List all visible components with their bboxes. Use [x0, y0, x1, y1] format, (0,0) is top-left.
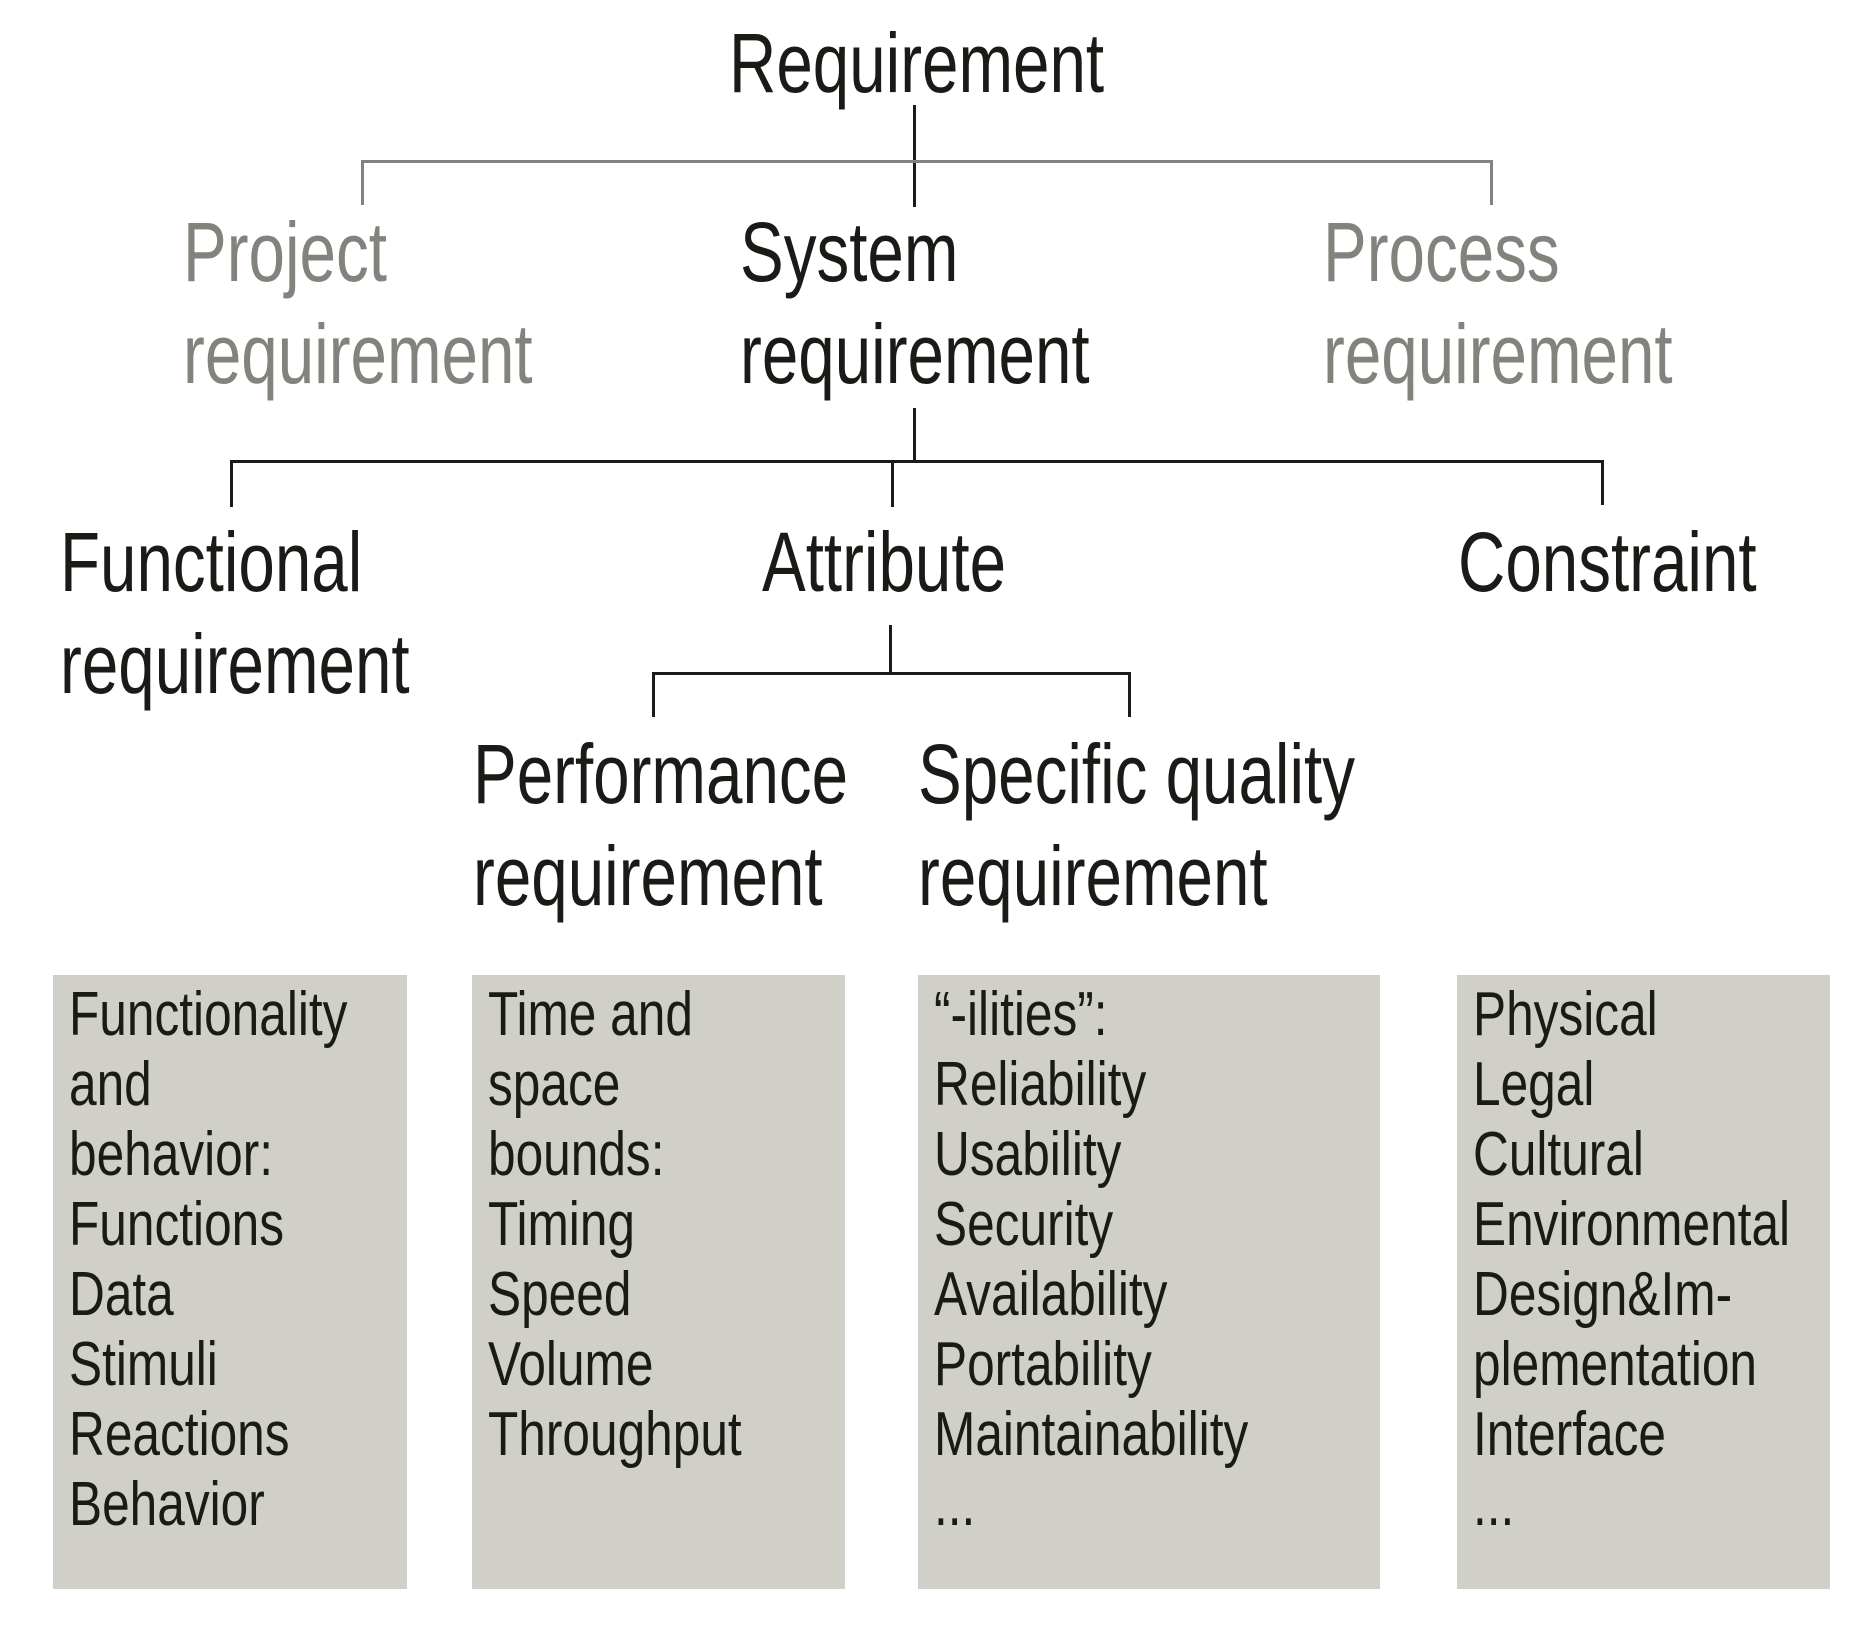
category-box-constraint-text: Physical Legal Cultural Environmental De…	[1473, 980, 1791, 1539]
connector-level2-left-tick-line	[361, 160, 364, 205]
connector-system-stem-line	[913, 408, 916, 460]
node-process-requirement: Process requirement	[1323, 205, 1673, 401]
connector-level3-horizontal-line	[230, 460, 1603, 463]
category-box-functional: Functionality and behavior: Functions Da…	[53, 975, 407, 1589]
node-system-requirement: System requirement	[740, 205, 1090, 401]
node-project-requirement: Project requirement	[183, 205, 533, 401]
category-box-constraint: Physical Legal Cultural Environmental De…	[1457, 975, 1830, 1589]
connector-level4-horizontal-line	[652, 672, 1130, 675]
connector-level4-left-tick-line	[652, 672, 655, 717]
connector-level3-left-tick-line	[230, 460, 233, 507]
connector-attribute-stem-line	[889, 625, 892, 672]
connector-level3-middle-tick-line	[891, 460, 894, 507]
category-box-quality-text: “-ilities”: Reliability Usability Securi…	[934, 980, 1249, 1539]
category-box-functional-text: Functionality and behavior: Functions Da…	[69, 980, 348, 1539]
node-functional-requirement: Functional requirement	[60, 515, 410, 711]
node-constraint: Constraint	[1458, 515, 1757, 609]
connector-requirement-stem-line	[913, 105, 916, 207]
connector-level3-right-tick-line	[1601, 460, 1604, 505]
node-performance-requirement: Performance requirement	[473, 727, 849, 923]
category-box-quality: “-ilities”: Reliability Usability Securi…	[918, 975, 1380, 1589]
connector-level2-horizontal-line	[361, 160, 1493, 163]
node-specific-quality-requirement: Specific quality requirement	[918, 727, 1356, 923]
category-box-performance-text: Time and space bounds: Timing Speed Volu…	[488, 980, 742, 1469]
node-requirement: Requirement	[729, 16, 1105, 110]
connector-level2-right-tick-line	[1490, 160, 1493, 205]
node-attribute: Attribute	[762, 515, 1007, 609]
connector-level4-right-tick-line	[1128, 672, 1131, 717]
category-box-performance: Time and space bounds: Timing Speed Volu…	[472, 975, 845, 1589]
